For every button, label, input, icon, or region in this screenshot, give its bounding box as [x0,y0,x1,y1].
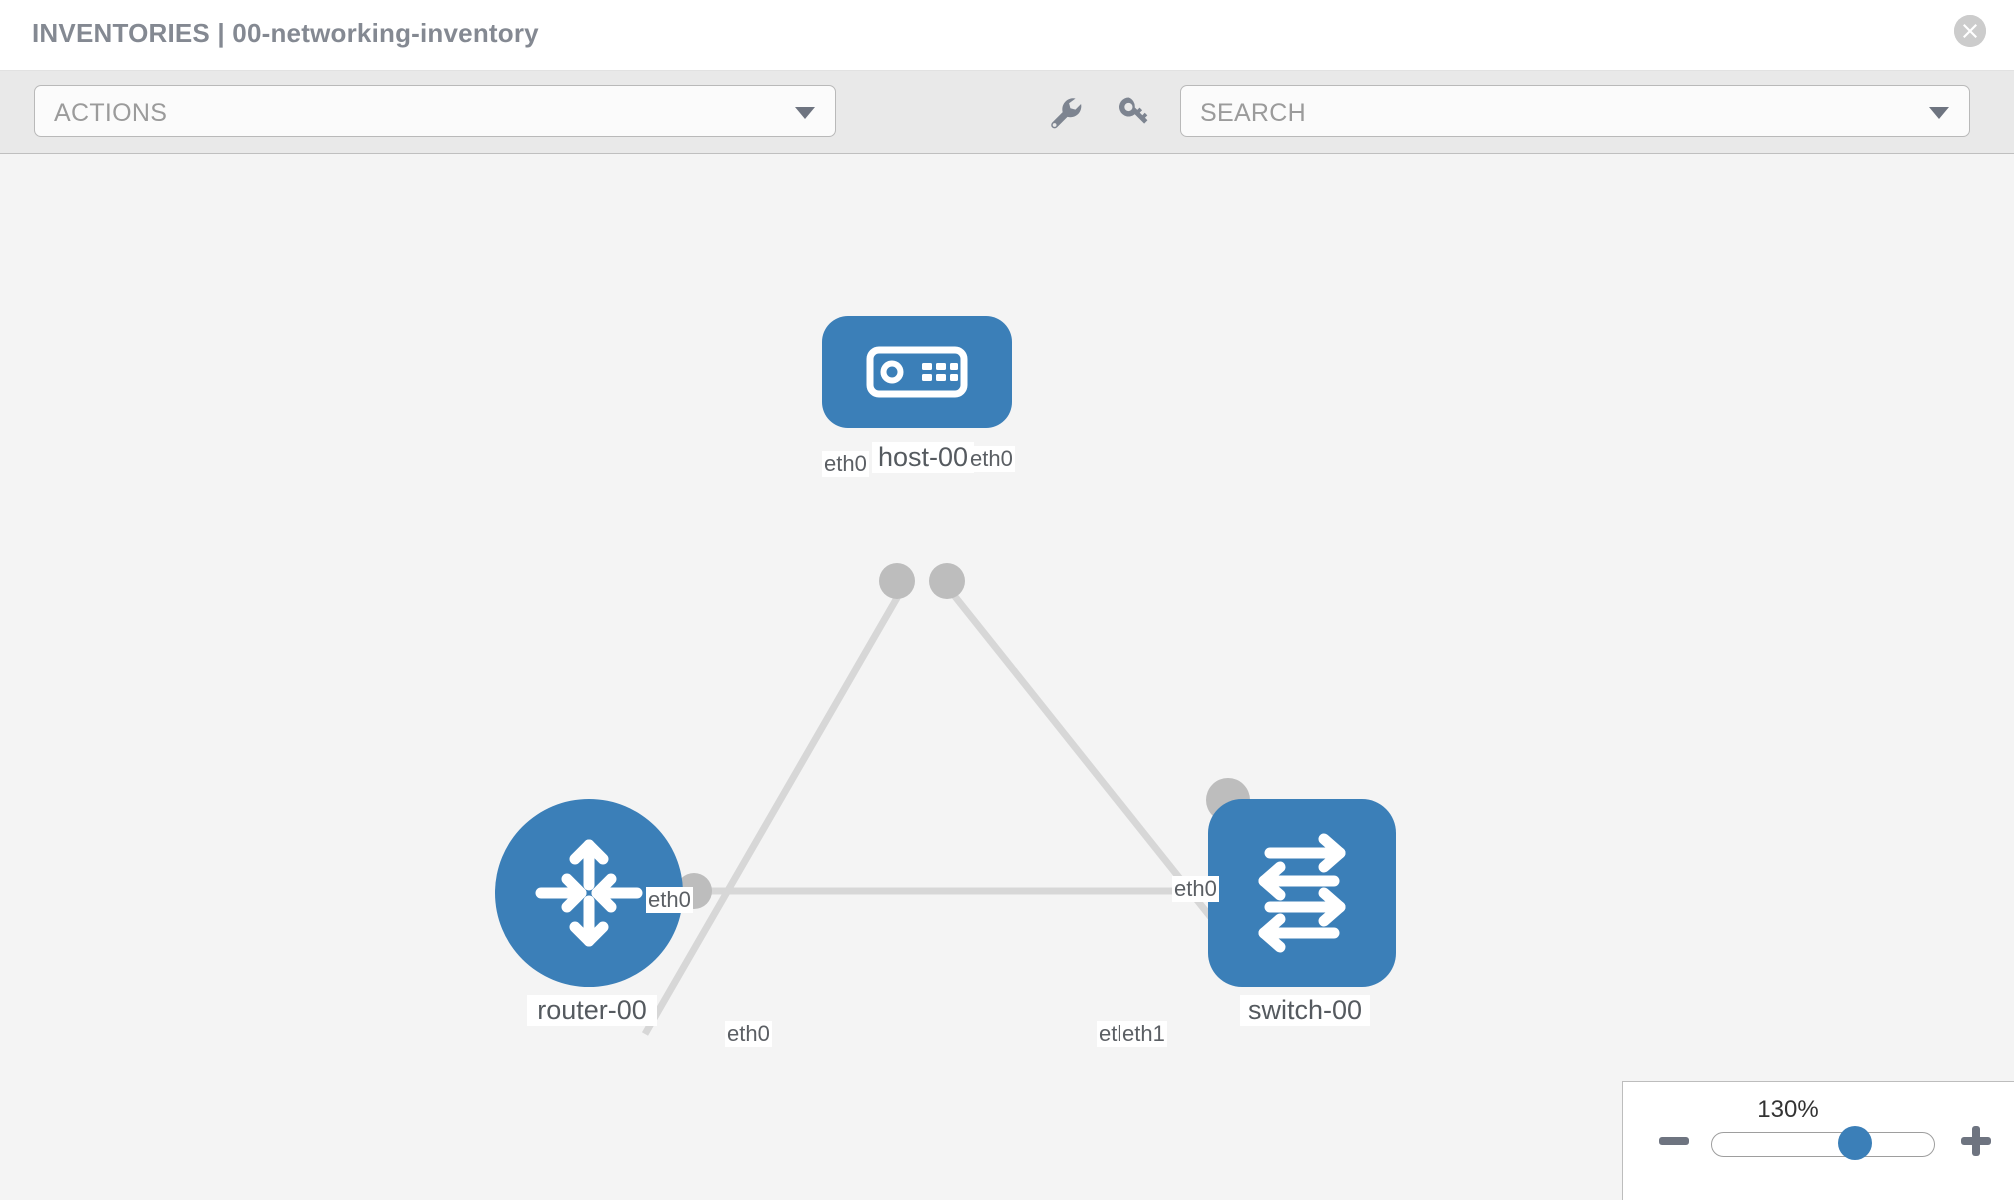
close-icon[interactable] [1954,15,1986,47]
zoom-in-button[interactable] [1959,1124,1993,1158]
iface-label-host-left: eth0 [822,451,869,477]
router-arrows-icon [535,839,643,947]
zoom-level-value: 130% [1757,1096,1819,1123]
actions-dropdown[interactable]: ACTIONS [34,85,836,137]
topology-canvas[interactable]: host-00 r [0,154,2014,1200]
search-input[interactable]: SEARCH [1180,85,1970,137]
node-router-00-label: router-00 [527,995,657,1026]
topology-links [640,581,1243,1036]
iface-label-switch-up: eth0 [1172,876,1219,902]
search-placeholder: SEARCH [1200,99,1306,127]
iface-label-host-right: eth0 [968,446,1015,472]
server-icon [866,346,968,398]
key-icon[interactable] [1112,91,1154,133]
topology-toolbar: ACTIONS SEARCH [0,71,2014,154]
zoom-slider-track[interactable] [1711,1132,1935,1157]
connector-host-left[interactable] [879,563,915,599]
chevron-down-icon [795,107,815,119]
link-host-router [641,582,909,1036]
node-host-00-shape [822,316,1012,428]
node-host-00[interactable] [822,316,1012,428]
connector-host-right[interactable] [929,563,965,599]
chevron-down-icon [1929,107,1949,119]
iface-label-router-up: eth0 [646,887,693,913]
iface-label-switch-left-over: eth1 [1120,1021,1167,1047]
switch-arrows-icon [1258,833,1346,953]
node-switch-00-label: switch-00 [1240,995,1370,1026]
node-host-00-label: host-00 [872,442,974,473]
zoom-out-button[interactable] [1657,1124,1691,1158]
wrench-icon[interactable] [1044,91,1086,133]
window-titlebar: INVENTORIES | 00-networking-inventory [0,0,2014,71]
node-switch-00[interactable] [1208,799,1396,987]
node-switch-00-shape [1208,799,1396,987]
zoom-control-panel: 130% [1622,1081,2014,1200]
actions-dropdown-label: ACTIONS [54,99,168,127]
zoom-slider-thumb[interactable] [1838,1126,1872,1160]
iface-label-router-right: eth0 [725,1021,772,1047]
page-title: INVENTORIES | 00-networking-inventory [32,18,539,48]
